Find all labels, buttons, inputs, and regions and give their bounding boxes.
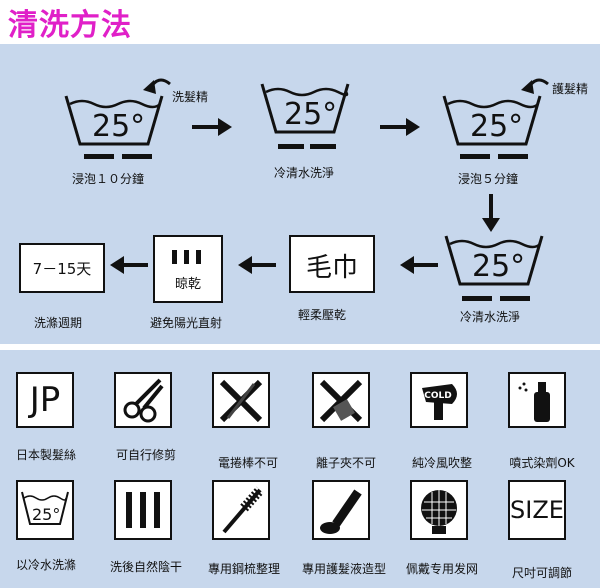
icon-caption: 專用護髮液造型 [301,562,386,576]
dry-text: 晾乾 [175,276,201,292]
wash-tub-icon: 25° [260,83,350,149]
shampoo-label: 洗髮精 [172,90,209,104]
arrow-right-icon [192,118,232,136]
no-flat-iron-icon [312,372,370,428]
hairnet-icon [410,480,468,540]
jp-text: JP [29,380,61,420]
shade-dry-box: 晾乾 [153,235,223,303]
step-caption: 輕柔壓乾 [298,308,347,322]
arrow-left-icon [110,256,148,274]
icon-caption: 純冷風吹整 [411,456,472,470]
period-box: 7－15天 [19,243,105,293]
icon-caption: 專用鋼梳整理 [207,562,280,576]
icon-caption: 可自行修剪 [115,448,176,462]
period-text: 7－15天 [33,260,92,278]
cold-text: COLD [424,391,451,401]
wash-tub-icon: 25° [64,95,164,159]
step-temp: 25° [470,109,523,144]
arrow-left-icon [238,256,276,274]
wash-tub-icon: 25° [16,480,74,540]
wash-temp: 25° [32,505,60,524]
size-text: SIZE [510,496,564,524]
conditioner-label: 護髮精 [552,82,589,96]
washing-steps-panel: 25° 25° 25° [0,44,600,344]
care-icons-panel: JP COLD 日本製髮絲 可自行修剪 電捲棒不可 離子夾不可 純冷風吹整 噴式… [0,350,600,588]
icon-caption: 尺吋可調節 [511,566,572,580]
icon-caption: 以冷水洗滌 [15,558,76,572]
icon-caption: 離子夾不可 [315,456,376,470]
arrow-right-icon [380,118,420,136]
jp-text-icon: JP [16,372,74,428]
step-caption: 洗滌週期 [34,316,83,330]
cold-hairdryer-icon: COLD [410,372,468,428]
wash-tub-icon: 25° [444,235,544,301]
size-text-icon: SIZE [508,480,566,540]
step-temp: 25° [284,97,337,132]
step-caption: 浸泡１０分鐘 [72,172,145,186]
arrow-left-icon [400,256,438,274]
scissors-icon [114,372,172,428]
step-caption: 避免陽光直射 [150,316,223,330]
towel-text: 毛巾 [306,253,358,283]
page-title: 清洗方法 [8,8,132,43]
step-caption: 冷清水洗淨 [460,310,521,324]
washing-flow-diagram: 25° 25° 25° [19,78,549,303]
shade-dry-icon [114,480,172,540]
icon-caption: 電捲棒不可 [217,456,278,470]
styling-bottle-icon [312,480,370,540]
icon-caption: 噴式染劑OK [509,456,575,470]
icon-caption: 佩戴专用发网 [405,562,478,576]
step-temp: 25° [92,109,145,144]
steel-comb-icon [212,480,270,540]
arrow-down-icon [482,194,500,232]
step-temp: 25° [472,249,525,284]
towel-box: 毛巾 [289,235,375,293]
no-curling-iron-icon [212,372,270,428]
icon-caption: 日本製髮絲 [15,448,76,462]
wash-tub-icon: 25° [442,95,542,159]
step-caption: 浸泡５分鐘 [458,172,519,186]
spray-bottle-icon [508,372,566,428]
step-caption: 冷清水洗淨 [274,166,335,180]
icon-caption: 洗後自然陰干 [109,560,182,574]
